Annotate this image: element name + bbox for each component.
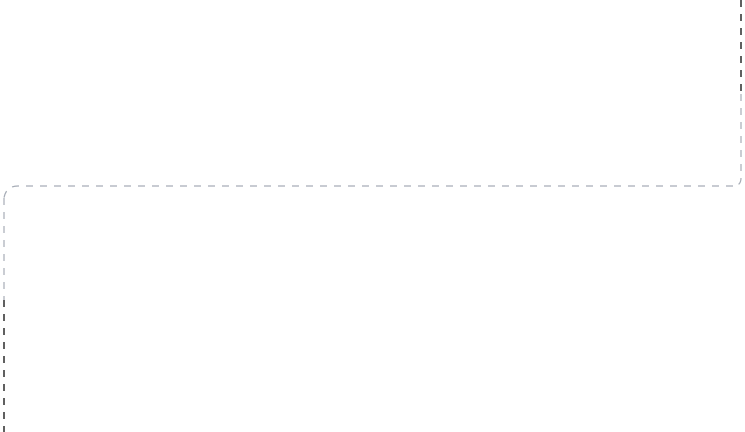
connector-segment-right xyxy=(732,94,742,187)
connector-segment-horizontal xyxy=(3,185,733,199)
